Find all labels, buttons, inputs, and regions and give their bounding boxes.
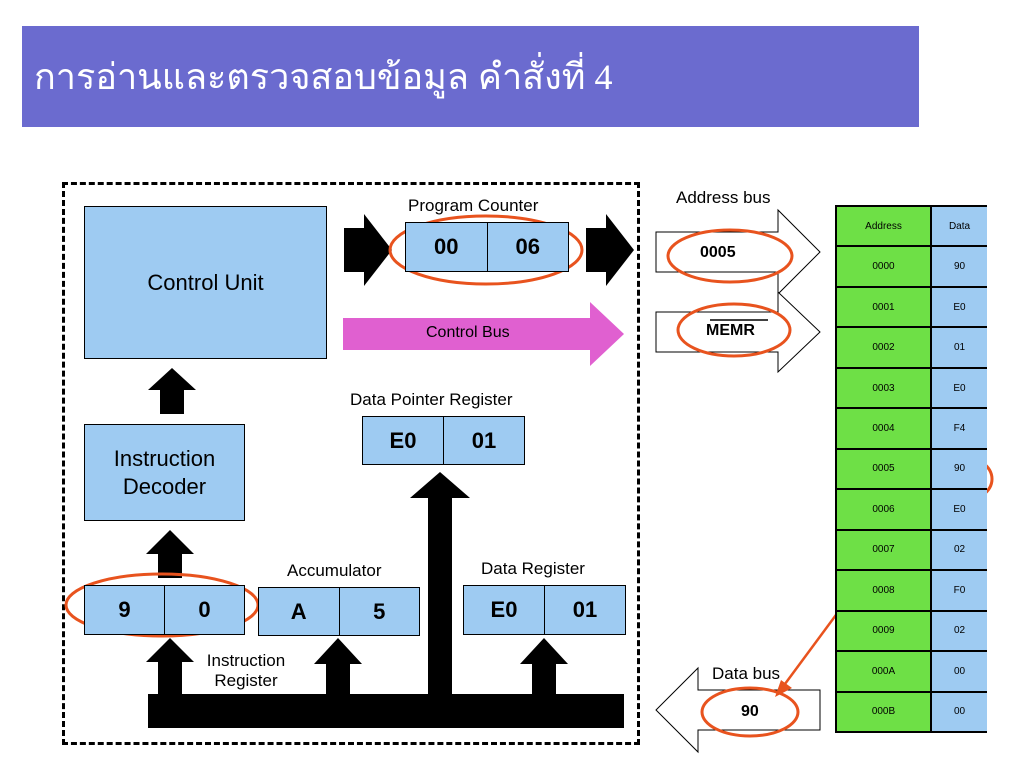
memory-address-cell: 0005 [837, 449, 930, 489]
memory-data-cell: 90 [932, 247, 987, 286]
memory-address-cell: 0000 [837, 247, 930, 286]
address-bus-label: Address bus [676, 188, 771, 207]
memr-highlight [676, 302, 792, 358]
up-arrow-acc [314, 638, 362, 700]
up-arrow-cu [148, 368, 196, 414]
memory-data-cell: 90 [932, 449, 987, 489]
address-highlight [666, 228, 794, 284]
title-bar: การอ่านและตรวจสอบข้อมูล คำสั่งที่ 4 [22, 26, 919, 127]
transfer-arrowhead [775, 680, 792, 697]
data-pointer-label: Data Pointer Register [350, 390, 513, 409]
memr-signal: MEMR [706, 322, 755, 339]
memory-address-cell: 0009 [837, 611, 930, 651]
instruction-decoder-label: Instruction Decoder [113, 445, 216, 499]
data-pointer-register: E0 01 [362, 416, 525, 465]
dr-high-byte: E0 [490, 597, 518, 622]
acc-low-nibble: 5 [338, 588, 420, 635]
pc-low-byte: 06 [486, 223, 569, 271]
memory-table: Address Data 0000 90 0001 E0 0002 01 000… [835, 205, 987, 733]
data-bus-highlight [700, 686, 800, 738]
up-arrow-ir [146, 638, 194, 700]
pc-highlight [388, 214, 584, 286]
memory-data-cell: 00 [932, 692, 987, 731]
memory-data-cell: E0 [932, 368, 987, 408]
memory-address-cell: 0004 [837, 409, 930, 448]
memory-data-cell: E0 [932, 490, 987, 529]
memory-address-cell: 0001 [837, 287, 930, 327]
control-unit: Control Unit [84, 206, 327, 359]
data-bus-value: 90 [741, 703, 759, 720]
memory-address-cell: 000B [837, 692, 930, 731]
memory-address-cell: 000A [837, 652, 930, 691]
memory-data-cell: 01 [932, 328, 987, 367]
control-bus-arrow [343, 302, 624, 366]
memory-data-cell: 00 [932, 652, 987, 691]
memory-header-address: Address [837, 207, 930, 246]
memory-address-cell: 0007 [837, 530, 930, 570]
cpu-boundary [62, 182, 640, 745]
dr-low-byte: 01 [544, 586, 625, 634]
memory-address-cell: 0006 [837, 490, 930, 529]
address-bus-value: 0005 [700, 244, 736, 261]
instruction-decoder: Instruction Decoder [84, 424, 245, 521]
memory-address-cell: 0003 [837, 368, 930, 408]
control-bus-label: Control Bus [426, 324, 510, 341]
memory-header-data: Data [932, 207, 987, 246]
pc-in-arrow [344, 214, 392, 286]
program-counter-label: Program Counter [408, 196, 539, 215]
data-bus-arrow [655, 666, 821, 754]
dp-low-byte: 01 [443, 417, 524, 464]
memory-address-cell: 0002 [837, 328, 930, 367]
dp-high-byte: E0 [389, 427, 417, 453]
instruction-register-label: Instruction Register [206, 651, 286, 690]
pc-out-arrow [586, 214, 634, 286]
program-counter: 00 06 [405, 222, 569, 272]
accumulator-label: Accumulator [287, 561, 382, 580]
slide-title: การอ่านและตรวจสอบข้อมูล คำสั่งที่ 4 [34, 57, 613, 97]
up-arrow-dr [520, 638, 568, 700]
up-arrow-decoder [146, 530, 194, 578]
memory-data-cell: 02 [932, 530, 987, 570]
pc-high-byte: 00 [434, 234, 459, 259]
instruction-register: 9 0 [84, 585, 245, 635]
memory-address-cell: 0008 [837, 571, 930, 610]
memory-data-cell: 02 [932, 611, 987, 651]
data-bus-label: Data bus [712, 664, 781, 683]
memory-data-cell: F4 [932, 409, 987, 448]
ir-low-nibble: 0 [164, 586, 244, 634]
up-arrow-dp [410, 472, 470, 700]
control-unit-label: Control Unit [147, 269, 264, 295]
data-register-label: Data Register [481, 559, 585, 578]
ir-high-nibble: 9 [118, 597, 131, 622]
data-register: E0 01 [463, 585, 626, 635]
acc-high-nibble: A [290, 598, 307, 624]
memory-data-cell: E0 [932, 287, 987, 327]
memory-data-cell: F0 [932, 571, 987, 610]
accumulator-register: A 5 [258, 587, 420, 636]
